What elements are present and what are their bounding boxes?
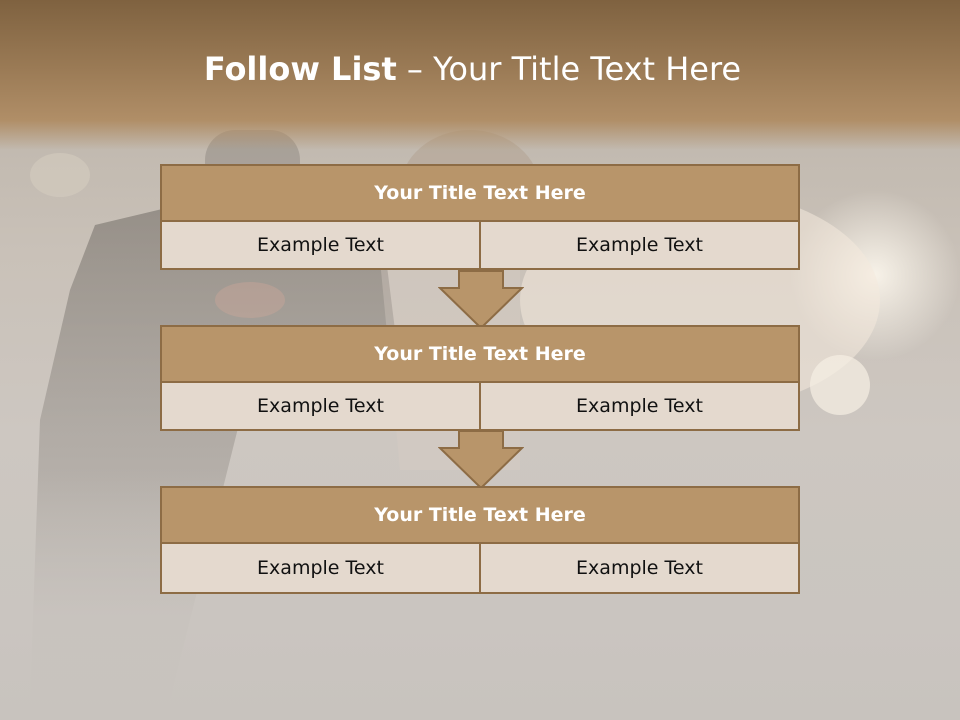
list-block-3: Your Title Text Here Example Text Exampl… <box>160 486 800 594</box>
block-title: Your Title Text Here <box>162 327 798 383</box>
block-cell-right: Example Text <box>479 383 798 429</box>
block-cell-right: Example Text <box>479 222 798 268</box>
slide-title-rest: – Your Title Text Here <box>406 50 742 88</box>
block-title: Your Title Text Here <box>162 166 798 222</box>
block-title: Your Title Text Here <box>162 488 798 544</box>
list-block-1: Your Title Text Here Example Text Exampl… <box>160 164 800 270</box>
down-arrow-1 <box>438 270 524 330</box>
block-row: Example Text Example Text <box>162 383 798 429</box>
list-block-2: Your Title Text Here Example Text Exampl… <box>160 325 800 431</box>
block-cell-left: Example Text <box>162 383 479 429</box>
down-arrow-2 <box>438 430 524 490</box>
slide-title: Follow List – Your Title Text Here <box>0 50 945 88</box>
block-cell-right: Example Text <box>479 544 798 592</box>
block-row: Example Text Example Text <box>162 222 798 268</box>
title-band <box>0 0 960 150</box>
slide-title-bold: Follow List <box>203 50 397 88</box>
block-cell-left: Example Text <box>162 544 479 592</box>
block-row: Example Text Example Text <box>162 544 798 592</box>
block-cell-left: Example Text <box>162 222 479 268</box>
